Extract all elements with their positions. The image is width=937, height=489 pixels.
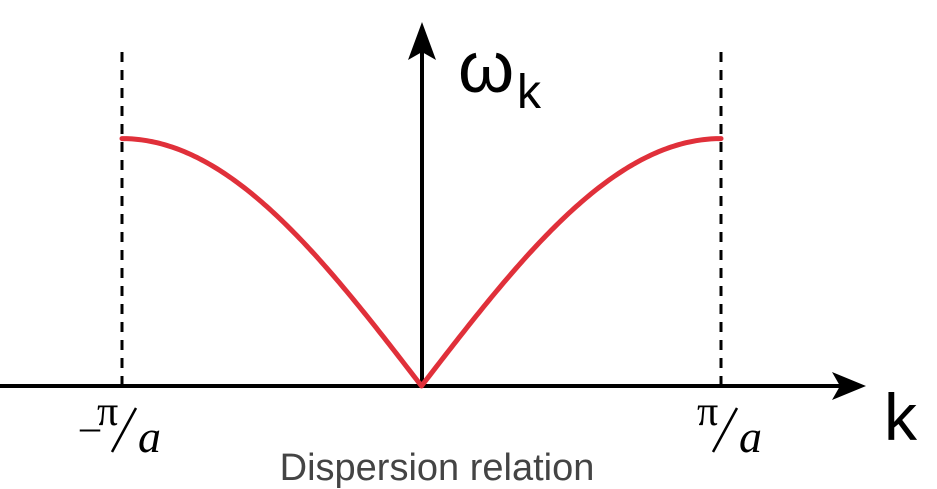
tick-right-fraction-slash: [711, 407, 739, 453]
x-axis-label: k: [884, 380, 918, 454]
tick-left-denominator: a: [138, 411, 161, 462]
tick-label-left: – π a: [79, 389, 161, 462]
tick-left-fraction-slash: [110, 407, 138, 453]
y-axis-arrow-icon: [408, 22, 436, 60]
tick-left-numerator: π: [97, 389, 118, 435]
y-axis-label: ω: [458, 28, 514, 108]
dispersion-curve: [119, 136, 724, 389]
y-axis-label-subscript: k: [517, 66, 542, 119]
tick-left-sign: –: [79, 404, 101, 449]
tick-right-denominator: a: [739, 411, 762, 462]
tick-right-numerator: π: [697, 389, 718, 435]
diagram-caption: Dispersion relation: [280, 447, 595, 489]
x-axis-arrow-icon: [832, 372, 866, 400]
tick-label-right: π a: [697, 389, 762, 462]
